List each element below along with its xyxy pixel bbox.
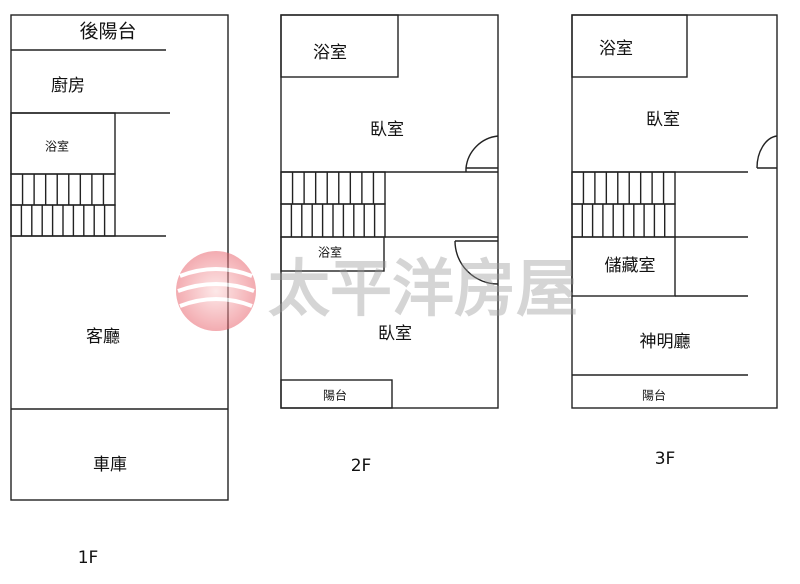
floor-label-3f: 3F — [655, 449, 676, 469]
door-swing-icon — [454, 240, 499, 285]
door-swing-icon — [465, 135, 499, 172]
floor-1-plan: 後陽台 廚房 浴室 客廳 車庫 1F — [10, 14, 229, 568]
room-label-bedroom: 臥室 — [370, 120, 404, 140]
floor-label-2f: 2F — [351, 456, 372, 476]
floor-label-1f: 1F — [78, 548, 99, 568]
room-label-bathroom: 浴室 — [599, 39, 633, 59]
floor-2-plan: 浴室 臥室 浴室 臥室 陽台 2F — [280, 14, 499, 476]
room-label-balcony: 陽台 — [642, 388, 666, 403]
room-label-back-balcony: 後陽台 — [79, 21, 136, 43]
room-label-bathroom-small: 浴室 — [318, 245, 342, 260]
room-label-storage: 儲藏室 — [605, 256, 656, 276]
room-label-kitchen: 廚房 — [51, 75, 85, 96]
stair-flight — [571, 171, 676, 205]
floor-3-stairs — [571, 171, 676, 238]
room-label-garage: 車庫 — [93, 455, 127, 475]
room-label-bedroom: 臥室 — [646, 110, 680, 130]
room-label-bathroom: 浴室 — [313, 43, 347, 63]
stair-flight — [280, 171, 386, 205]
floor-2-stairs — [280, 171, 386, 238]
floor-2-bathroom — [280, 14, 399, 78]
floor-2-balcony — [280, 379, 393, 409]
stair-flight — [10, 173, 116, 206]
room-label-bathroom: 浴室 — [45, 139, 69, 154]
floor-3-storage — [571, 236, 676, 297]
floor-1-stairs — [10, 173, 116, 237]
room-label-bedroom: 臥室 — [378, 324, 412, 344]
floor-3-bathroom — [571, 14, 688, 78]
room-label-balcony: 陽台 — [323, 388, 347, 403]
floor-3-plan: 浴室 臥室 儲藏室 神明廳 陽台 3F — [571, 14, 778, 469]
door-swing-icon — [756, 135, 778, 169]
watermark-logo-icon — [176, 251, 256, 331]
floor-2-small-bathroom — [280, 236, 385, 272]
watermark-text: 太平洋房屋 — [268, 252, 578, 325]
room-label-shrine-hall: 神明廳 — [640, 332, 691, 352]
room-label-living-room: 客廳 — [86, 327, 120, 347]
floor-2-outline — [280, 14, 499, 409]
watermark: 太平洋房屋 — [176, 251, 578, 331]
